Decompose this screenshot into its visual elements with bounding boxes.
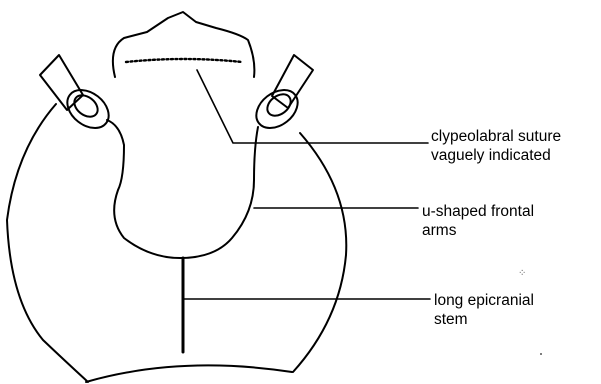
label-frontal-line2: arms (422, 221, 534, 240)
left-antenna-stub (40, 55, 83, 110)
stray-mark: ⁘ (518, 268, 526, 279)
label-frontal-line1: u-shaped frontal (422, 202, 534, 221)
leader-clypeolabral (197, 70, 428, 143)
labrum-outline (113, 12, 255, 77)
label-frontal-arms: u-shaped frontal arms (422, 202, 534, 240)
left-antenna (40, 55, 116, 136)
frontal-arms (107, 120, 258, 258)
left-head-outline (7, 104, 88, 382)
stray-dot (540, 353, 542, 355)
label-clypeolabral-line1: clypeolabral suture (431, 127, 561, 146)
clypeolabral-suture (126, 59, 242, 62)
right-antenna (249, 55, 313, 136)
right-antenna-stub (272, 55, 313, 108)
label-clypeolabral-line2: vaguely indicated (431, 146, 561, 165)
label-clypeolabral-suture: clypeolabral suture vaguely indicated (431, 127, 561, 165)
label-stem-line2: stem (434, 310, 534, 329)
label-epicranial-stem: long epicranial stem (434, 291, 534, 329)
occipital-edge (86, 365, 292, 382)
right-head-outline (293, 133, 346, 372)
label-stem-line1: long epicranial (434, 291, 534, 310)
